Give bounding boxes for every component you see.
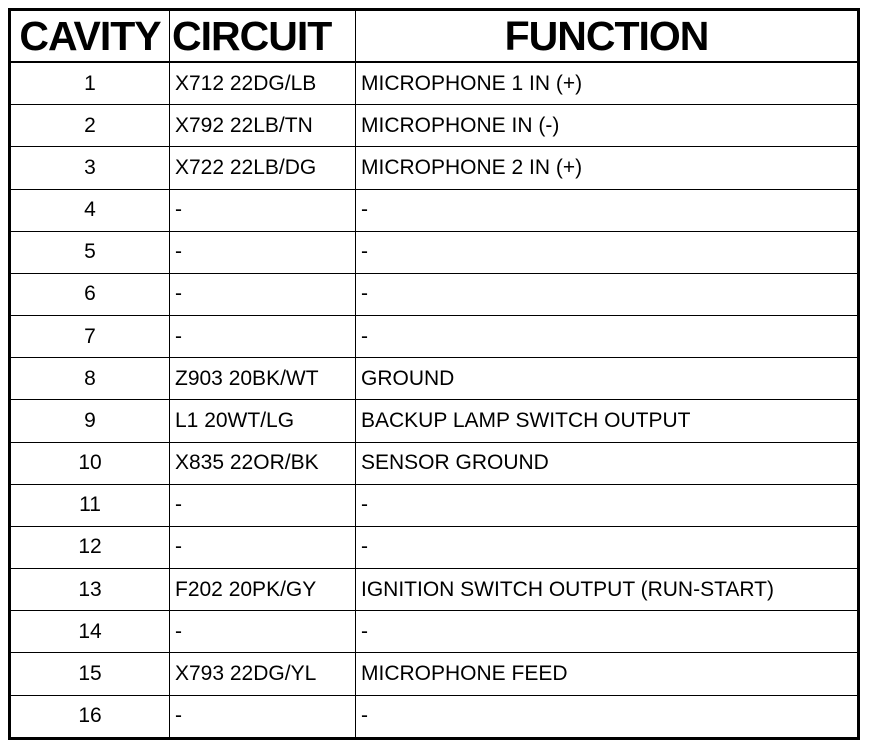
function-cell: MICROPHONE IN (-) — [355, 104, 859, 148]
connector-pinout-sheet: CAVITY CIRCUIT FUNCTION 1 X712 22DG/LB M… — [8, 8, 860, 740]
circuit-cell: X835 22OR/BK — [169, 441, 356, 485]
cavity-cell: 5 — [9, 230, 170, 274]
table-header: CAVITY CIRCUIT FUNCTION — [9, 9, 859, 63]
table-row: 16 - - — [9, 694, 859, 740]
cavity-cell: 15 — [9, 652, 170, 696]
header-function: FUNCTION — [355, 9, 859, 63]
table-row: 7 - - — [9, 315, 859, 359]
function-cell: - — [355, 525, 859, 570]
circuit-cell: - — [169, 272, 356, 317]
header-circuit: CIRCUIT — [169, 9, 356, 63]
function-cell: BACKUP LAMP SWITCH OUTPUT — [355, 399, 859, 443]
function-cell: MICROPHONE 1 IN (+) — [355, 61, 859, 106]
table-body: 1 X712 22DG/LB MICROPHONE 1 IN (+) 2 X79… — [9, 61, 859, 740]
cavity-cell: 2 — [9, 104, 170, 148]
cavity-cell: 12 — [9, 525, 170, 570]
function-cell: IGNITION SWITCH OUTPUT (RUN-START) — [355, 568, 859, 612]
cavity-cell: 14 — [9, 610, 170, 654]
cavity-cell: 1 — [9, 61, 170, 106]
connector-pinout-table: CAVITY CIRCUIT FUNCTION 1 X712 22DG/LB M… — [8, 8, 860, 740]
table-row: 6 - - — [9, 272, 859, 317]
function-cell: - — [355, 188, 859, 232]
function-cell: MICROPHONE 2 IN (+) — [355, 146, 859, 190]
function-cell: - — [355, 694, 859, 740]
circuit-cell: X712 22DG/LB — [169, 61, 356, 106]
circuit-cell: X722 22LB/DG — [169, 146, 356, 190]
circuit-cell: - — [169, 483, 356, 527]
table-row: 1 X712 22DG/LB MICROPHONE 1 IN (+) — [9, 61, 859, 106]
function-cell: GROUND — [355, 357, 859, 401]
function-cell: - — [355, 230, 859, 274]
cavity-cell: 10 — [9, 441, 170, 485]
cavity-cell: 11 — [9, 483, 170, 527]
circuit-cell: - — [169, 188, 356, 232]
function-cell: SENSOR GROUND — [355, 441, 859, 485]
circuit-cell: L1 20WT/LG — [169, 399, 356, 443]
function-cell: - — [355, 483, 859, 527]
cavity-cell: 4 — [9, 188, 170, 232]
circuit-cell: - — [169, 525, 356, 570]
cavity-cell: 13 — [9, 568, 170, 612]
cavity-cell: 9 — [9, 399, 170, 443]
table-row: 9 L1 20WT/LG BACKUP LAMP SWITCH OUTPUT — [9, 399, 859, 443]
circuit-cell: F202 20PK/GY — [169, 568, 356, 612]
table-row: 3 X722 22LB/DG MICROPHONE 2 IN (+) — [9, 146, 859, 190]
cavity-cell: 3 — [9, 146, 170, 190]
circuit-cell: - — [169, 694, 356, 740]
table-row: 2 X792 22LB/TN MICROPHONE IN (-) — [9, 104, 859, 148]
table-row: 11 - - — [9, 483, 859, 527]
circuit-cell: - — [169, 610, 356, 654]
table-row: 8 Z903 20BK/WT GROUND — [9, 357, 859, 401]
cavity-cell: 16 — [9, 694, 170, 740]
circuit-cell: - — [169, 315, 356, 359]
function-cell: - — [355, 610, 859, 654]
table-row: 5 - - — [9, 230, 859, 274]
table-row: 12 - - — [9, 525, 859, 570]
table-row: 13 F202 20PK/GY IGNITION SWITCH OUTPUT (… — [9, 568, 859, 612]
table-row: 15 X793 22DG/YL MICROPHONE FEED — [9, 652, 859, 696]
header-row: CAVITY CIRCUIT FUNCTION — [9, 9, 859, 63]
table-row: 10 X835 22OR/BK SENSOR GROUND — [9, 441, 859, 485]
table-row: 14 - - — [9, 610, 859, 654]
circuit-cell: X792 22LB/TN — [169, 104, 356, 148]
function-cell: - — [355, 272, 859, 317]
cavity-cell: 6 — [9, 272, 170, 317]
circuit-cell: Z903 20BK/WT — [169, 357, 356, 401]
circuit-cell: - — [169, 230, 356, 274]
cavity-cell: 7 — [9, 315, 170, 359]
header-cavity: CAVITY — [9, 9, 170, 63]
function-cell: MICROPHONE FEED — [355, 652, 859, 696]
table-row: 4 - - — [9, 188, 859, 232]
cavity-cell: 8 — [9, 357, 170, 401]
circuit-cell: X793 22DG/YL — [169, 652, 356, 696]
function-cell: - — [355, 315, 859, 359]
